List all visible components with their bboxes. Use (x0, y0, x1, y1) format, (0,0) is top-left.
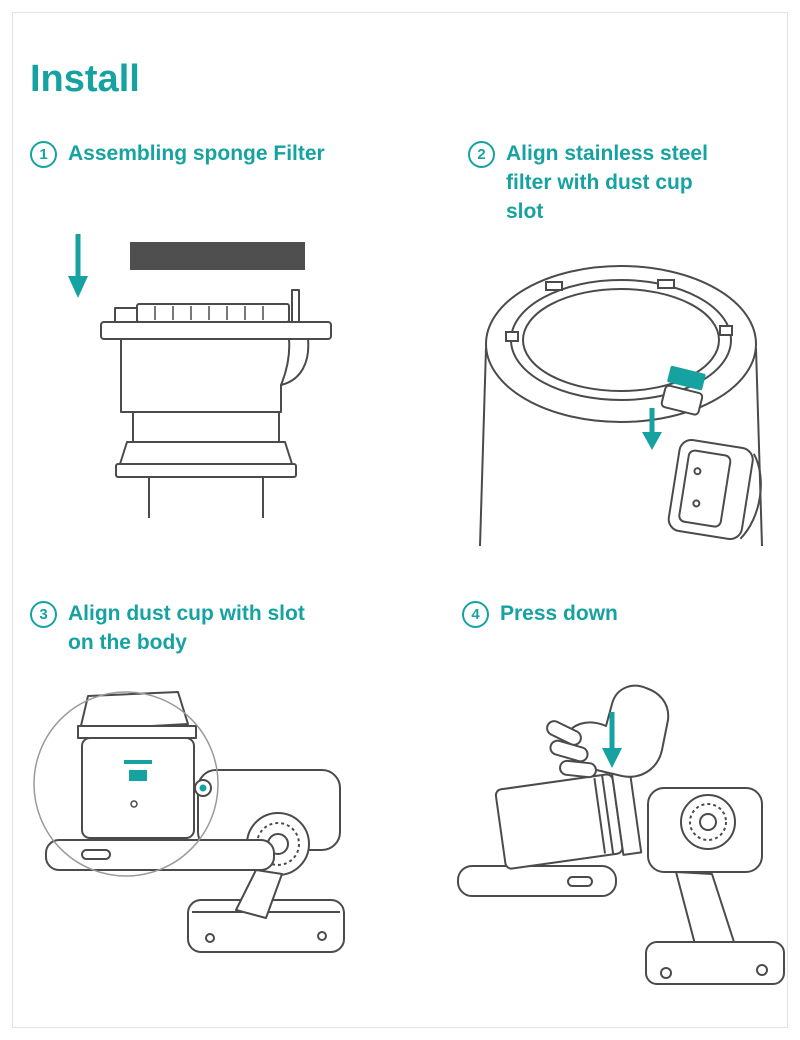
step2-figure (462, 248, 780, 546)
step1-number-badge: 1 (30, 141, 57, 168)
step2-heading: 2 Align stainless steel filter with dust… (468, 140, 734, 227)
step3-figure (30, 672, 360, 972)
step4-heading: 4 Press down (462, 600, 760, 629)
sponge-filter-illustration (68, 234, 332, 518)
step3-heading: 3 Align dust cup with slot on the body (30, 600, 326, 658)
step1-title: Assembling sponge Filter (68, 142, 325, 165)
sponge-strip (130, 242, 305, 270)
pin-dot (130, 800, 138, 808)
page-title: Install (30, 58, 140, 100)
hand-drawing (546, 684, 670, 779)
step1-figure (45, 222, 345, 532)
filter-assembly-drawing (100, 289, 332, 518)
step4-figure (450, 680, 790, 990)
slot-mark (129, 770, 147, 781)
down-arrow-icon (642, 408, 662, 450)
step2-number-badge: 2 (468, 141, 495, 168)
dust-cup-slot-illustration (479, 265, 763, 546)
dust-cup-drawing (494, 768, 643, 870)
align-cup-body-illustration (33, 691, 345, 953)
latch-dot (199, 784, 207, 792)
step1-heading: 1 Assembling sponge Filter (30, 140, 413, 169)
step4-title: Press down (500, 602, 618, 625)
step3-title: Align dust cup with slot on the body (68, 602, 305, 654)
align-mark (124, 760, 152, 764)
step2-title: Align stainless steel filter with dust c… (506, 142, 708, 223)
down-arrow-icon (602, 712, 622, 768)
magnifier-circle (33, 691, 219, 877)
step3-number-badge: 3 (30, 601, 57, 628)
dust-cup-in-lens-drawing (77, 691, 212, 839)
slot-highlight (660, 365, 706, 416)
handle-drawing (667, 439, 762, 540)
press-down-illustration (457, 684, 785, 985)
down-arrow-icon (68, 234, 88, 298)
step4-number-badge: 4 (462, 601, 489, 628)
vacuum-body-drawing (45, 769, 345, 953)
